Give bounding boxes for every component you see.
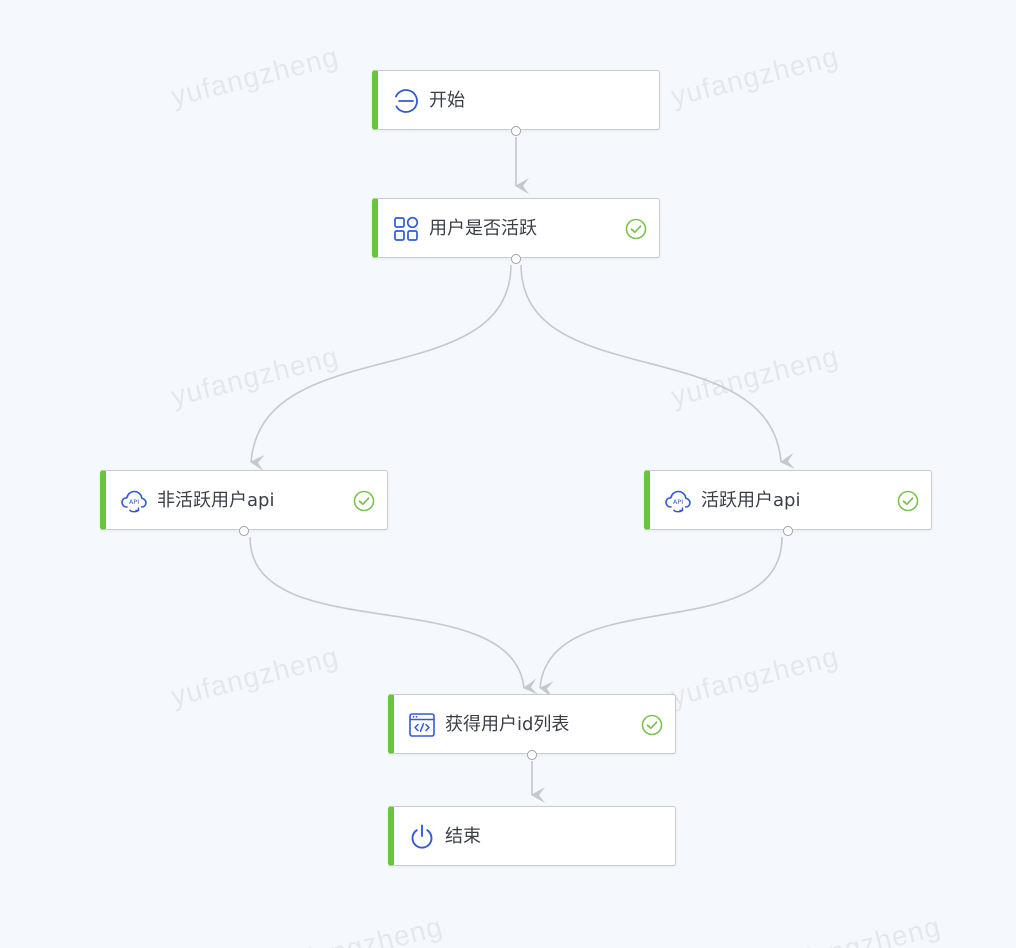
success-check-icon: [897, 490, 919, 512]
node-label: 非活跃用户api: [157, 490, 275, 511]
condition-icon: [394, 216, 419, 241]
output-port[interactable]: [511, 126, 521, 136]
edge-active-api-to-get-ids[interactable]: [539, 536, 783, 698]
node-label: 用户是否活跃: [429, 218, 537, 239]
api-cloud-icon: API: [121, 490, 147, 513]
success-check-icon: [353, 490, 375, 512]
flow-node-get-user-ids[interactable]: 获得用户id列表: [388, 694, 676, 754]
flow-node-inactive-api[interactable]: API 非活跃用户api: [100, 470, 388, 530]
output-port[interactable]: [239, 526, 249, 536]
api-cloud-icon: API: [665, 490, 691, 513]
node-label: 获得用户id列表: [445, 714, 570, 735]
flow-node-start[interactable]: 开始: [372, 70, 660, 130]
flow-node-check-active[interactable]: 用户是否活跃: [372, 198, 660, 258]
node-label: 活跃用户api: [701, 490, 801, 511]
flow-node-end[interactable]: 结束: [388, 806, 676, 866]
svg-text:API: API: [673, 498, 683, 506]
output-port[interactable]: [527, 750, 537, 760]
output-port[interactable]: [511, 254, 521, 264]
edge-inactive-api-to-get-ids[interactable]: [249, 536, 538, 695]
code-window-icon: [409, 713, 435, 737]
node-label: 结束: [445, 826, 481, 847]
power-icon: [411, 824, 433, 849]
flow-node-active-api[interactable]: API 活跃用户api: [644, 470, 932, 530]
start-icon: [394, 89, 418, 113]
node-label: 开始: [429, 90, 465, 111]
success-check-icon: [641, 714, 663, 736]
edge-check-to-inactive-api[interactable]: [250, 264, 512, 472]
output-port[interactable]: [783, 526, 793, 536]
edge-check-to-active-api[interactable]: [520, 264, 795, 469]
svg-text:API: API: [129, 498, 139, 506]
success-check-icon: [625, 218, 647, 240]
